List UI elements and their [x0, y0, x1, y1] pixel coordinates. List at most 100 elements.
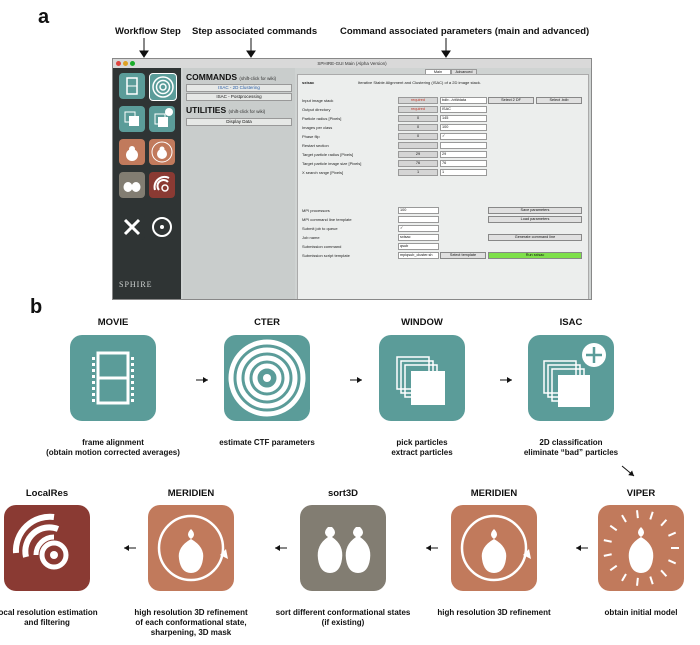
param-value-input[interactable]: ISAC	[440, 106, 487, 113]
select-2df-button[interactable]: Select 2 DF	[488, 97, 534, 104]
select-template-button[interactable]: Select template	[440, 252, 486, 259]
param-value-input[interactable]: 29	[440, 151, 487, 158]
arrow-meridien-to-sort3d	[426, 545, 438, 551]
minimize-window-icon[interactable]	[123, 61, 128, 66]
mpi-value-input[interactable]: mpiqsub_cluster.sh	[398, 252, 439, 259]
step-description: sharpening, 3D mask	[150, 628, 232, 637]
sidebar-cter-button[interactable]	[149, 73, 177, 101]
panel-a-letter: a	[38, 6, 50, 28]
sidebar-utilities-button[interactable]	[119, 214, 145, 240]
mpi-action-button[interactable]: Load parameters	[488, 216, 582, 223]
image-stack-icon	[396, 356, 445, 405]
window-titlebar: SPHIRE-GUI Main (Alpha Version)	[113, 59, 591, 68]
sidebar-isac-button[interactable]	[149, 106, 175, 132]
window-title: SPHIRE-GUI Main (Alpha Version)	[317, 61, 387, 66]
step-title-sort3d: sort3D	[327, 488, 359, 499]
localres-icon	[153, 175, 170, 192]
close-window-icon[interactable]	[116, 61, 121, 66]
mpi-row: MPI command line template Load parameters	[298, 216, 588, 224]
mpi-label: Submission command	[302, 244, 342, 249]
arrow-window-to-isac	[500, 377, 512, 383]
arrow-cter-to-window	[350, 377, 362, 383]
step-tile-sort3d	[300, 505, 386, 591]
tools-icon	[123, 218, 141, 236]
mpi-label: MPI processors	[302, 208, 330, 213]
sidebar-viper-button[interactable]	[119, 139, 145, 165]
arrow-meridien-to-localres	[124, 545, 136, 551]
param-value-input[interactable]: ✓	[440, 133, 487, 140]
param-value-input[interactable]: 145	[440, 115, 487, 122]
sidebar-movie-button[interactable]	[119, 73, 145, 99]
maximize-window-icon[interactable]	[130, 61, 135, 66]
param-default: 0	[398, 124, 438, 131]
param-label: Phase flip	[302, 134, 320, 139]
step-title-meridien: MERIDIEN	[167, 488, 215, 499]
param-label: X search range [Pixels]	[302, 170, 344, 175]
mpi-value-input[interactable]	[398, 216, 439, 223]
param-default	[398, 142, 438, 149]
panel-b-letter: b	[30, 296, 43, 318]
viper-icon	[126, 146, 138, 161]
film-icon	[126, 77, 138, 95]
utilities-title: UTILITIES (shift-click for wiki)	[186, 105, 266, 115]
param-label: Target particle radius [Pixels]	[302, 152, 354, 157]
step-tile-movie	[70, 335, 156, 421]
sidebar-window-button[interactable]	[119, 106, 145, 132]
mpi-label: MPI command line template	[302, 217, 352, 222]
step-title-viper: VIPER	[626, 488, 656, 499]
mpi-value-input[interactable]: 100	[398, 207, 439, 214]
param-label: Output directory	[302, 107, 331, 112]
step-description: of each conformational state,	[135, 618, 247, 627]
step-description: extract particles	[391, 448, 453, 457]
commands-pane: COMMANDS (shift-click for wiki) ISAC - 2…	[183, 68, 295, 299]
step-tile-meridien	[451, 505, 537, 591]
sidebar-sort3d-button[interactable]	[119, 172, 145, 198]
mpi-row: Submit job to queue✓	[298, 225, 588, 233]
param-default: 1	[398, 169, 438, 176]
step-tile-viper	[598, 505, 684, 591]
param-label: Images per class	[302, 125, 333, 130]
sidebar-localres-button[interactable]	[149, 172, 175, 198]
workflow-step-header: Workflow Step	[115, 26, 181, 37]
select-bdb-button[interactable]: Select .bdb	[536, 97, 582, 104]
commands-title: COMMANDS (shift-click for wiki)	[186, 72, 277, 82]
isac-postprocessing-button[interactable]: ISAC - Postprocessing	[186, 93, 292, 101]
mpi-value-input[interactable]: sxisac	[398, 234, 439, 241]
step-tile-window	[379, 335, 465, 421]
param-row: Restart section	[298, 142, 588, 150]
mpi-value-input[interactable]: ✓	[398, 225, 439, 232]
sidebar-settings-button[interactable]	[149, 214, 175, 240]
sidebar-meridien-button[interactable]	[149, 139, 175, 165]
step-description: and filtering	[24, 618, 70, 627]
refinement-icon	[460, 514, 531, 582]
mpi-value-input[interactable]: qsub	[398, 243, 439, 250]
step-title-localres: LocalRes	[25, 488, 69, 499]
stack-icon	[124, 111, 139, 126]
meridien-icon	[151, 141, 173, 163]
param-value-input[interactable]: 100	[440, 124, 487, 131]
param-value-input[interactable]	[440, 142, 487, 149]
param-value-input[interactable]: 76	[440, 160, 487, 167]
sphire-gui-window: SPHIRE-GUI Main (Alpha Version)	[112, 58, 592, 300]
command-name: sxisac	[302, 80, 315, 85]
concentric-rings-icon	[228, 339, 306, 417]
step-description: high resolution 3D refinement	[437, 608, 551, 617]
display-data-button[interactable]: Display Data	[186, 118, 292, 126]
run-sxisac-button[interactable]: Run sxisac	[488, 252, 582, 259]
step-description: (if existing)	[321, 618, 365, 627]
param-value-input[interactable]: bdb:../ctf#data	[440, 97, 487, 104]
step-commands-header: Step associated commands	[192, 26, 318, 37]
stack-plus-icon	[154, 108, 173, 127]
mpi-action-button[interactable]: Save parameters	[488, 207, 582, 214]
mpi-action-button[interactable]: Generate command line	[488, 234, 582, 241]
isac-2d-clustering-button[interactable]: ISAC - 2D Clustering	[186, 84, 292, 92]
film-strip-icon	[92, 351, 134, 405]
param-value-input[interactable]: 1	[440, 169, 487, 176]
step-description: frame alignment	[82, 438, 144, 447]
step-tile-isac	[528, 335, 614, 421]
